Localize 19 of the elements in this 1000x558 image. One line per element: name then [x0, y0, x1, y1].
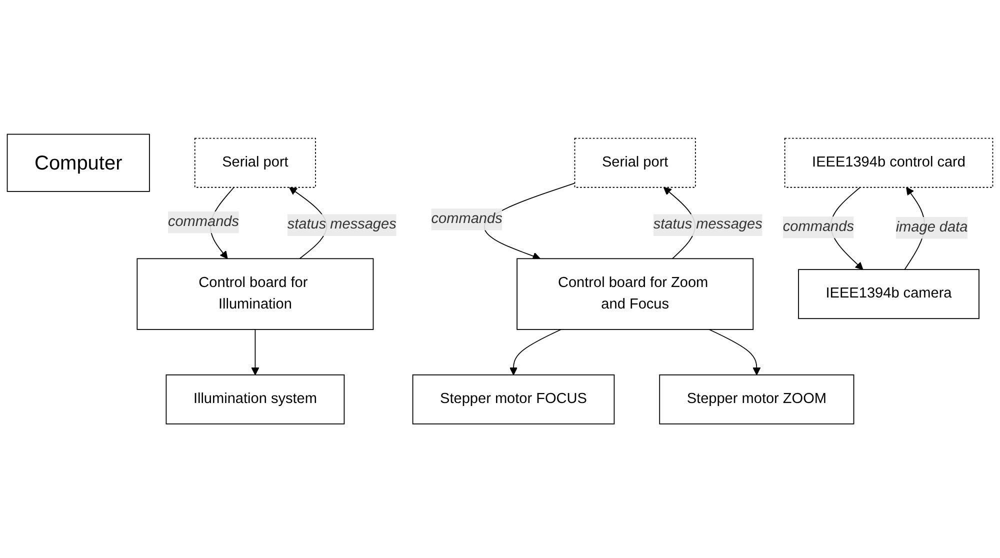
node-box: Control board for Illumination: [136, 258, 374, 330]
node-box: IEEE1394b control card: [784, 138, 994, 188]
node-box: Serial port: [194, 138, 316, 188]
node-box: Stepper motor ZOOM: [659, 374, 854, 424]
edge-label: image data: [896, 220, 968, 235]
node-box: IEEE1394b camera: [798, 269, 980, 319]
edge-label: status messages: [287, 216, 396, 232]
edge-label: commands: [168, 214, 240, 230]
arrow: [708, 328, 761, 376]
node-box: Control board for Zoom and Focus: [516, 258, 754, 330]
node-box: Serial port: [574, 138, 696, 188]
edge-label: commands: [431, 211, 502, 227]
edge-label: commands: [782, 219, 854, 235]
node-box: Stepper motor FOCUS: [412, 374, 615, 424]
arrow: [510, 328, 562, 376]
node-box: Illumination system: [166, 374, 345, 424]
arrow: [251, 328, 260, 376]
edge-label: status messages: [653, 216, 762, 232]
node-box: Computer: [6, 134, 150, 192]
